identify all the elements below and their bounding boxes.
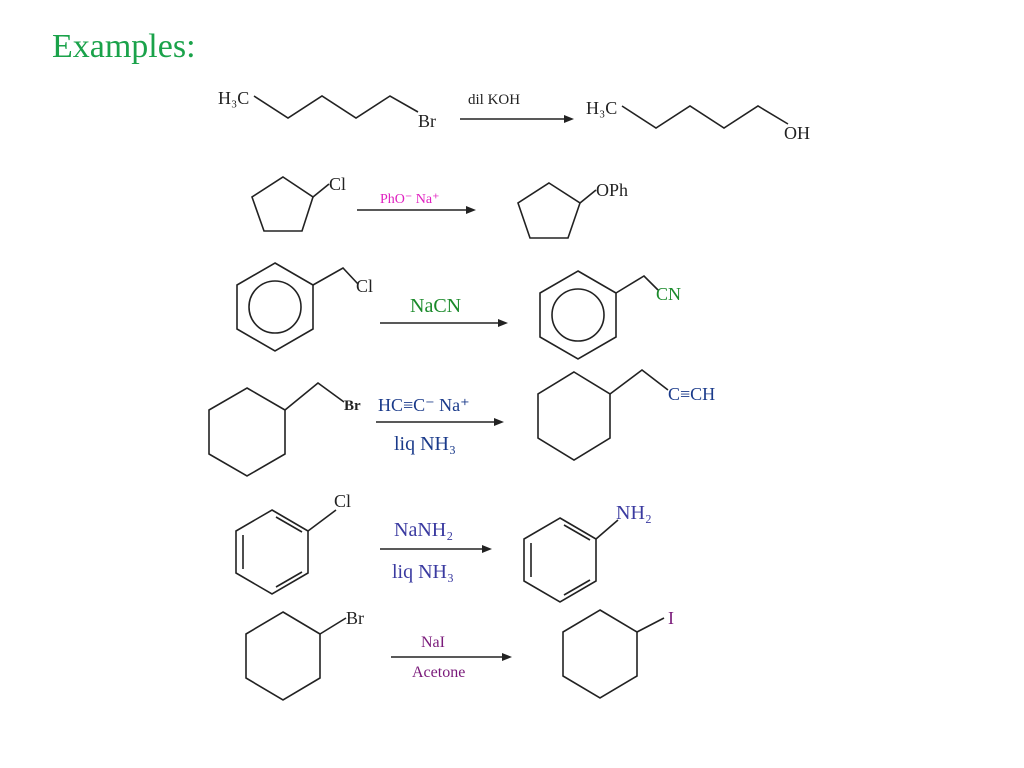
page-title: Examples:	[52, 28, 196, 65]
reactant-5-label: Cl	[334, 491, 351, 511]
product-5-double-bond-2	[563, 579, 591, 596]
reaction-3: Cl NaCN CN	[236, 262, 681, 360]
reactant-2-cyclopentane	[251, 176, 314, 232]
reactant-4-ch2	[284, 381, 345, 411]
arrowhead-2	[466, 206, 476, 214]
reactant-5-bond	[307, 509, 337, 532]
reagent-3-top: NaCN	[410, 295, 461, 317]
reagent-2-top: PhO⁻ Na⁺	[380, 192, 440, 207]
product-4-ch2	[609, 368, 669, 395]
reactant-4-label: Br	[344, 398, 361, 414]
reactant-6-cyclohexane	[245, 611, 321, 701]
product-2-cyclopentane	[517, 182, 581, 239]
reagent-4-bottom: liq NH₃	[394, 433, 456, 455]
product-5-bond	[595, 519, 619, 540]
reaction-6: Br NaI Acetone I	[245, 608, 674, 701]
arrowhead-6	[502, 653, 512, 661]
product-3-aromatic-ring	[551, 288, 605, 342]
reagent-1-top: dil KOH	[468, 92, 520, 108]
product-4-label: C≡CH	[668, 384, 715, 404]
reactant-5-double-bond-2	[275, 571, 303, 588]
reactant-6-label: Br	[346, 608, 364, 628]
product-4-cyclohexane	[537, 371, 611, 461]
product-5-double-bond-3	[563, 524, 591, 541]
reactant-3-aromatic-ring	[248, 280, 302, 334]
product-1-chain	[621, 105, 789, 129]
reactant-3-label: Cl	[356, 276, 373, 296]
reactant-6-bond	[319, 617, 347, 635]
arrowhead-1	[564, 115, 574, 123]
reactant-3-ch2	[312, 266, 359, 286]
reagent-6-top: NaI	[421, 634, 445, 651]
product-6-label: I	[668, 608, 674, 628]
product-3-ch2	[615, 274, 659, 294]
arrowhead-5	[482, 545, 492, 553]
product-2-bond	[579, 189, 597, 204]
reagent-5-top: NaNH₂	[394, 519, 453, 541]
reactant-5-benzene	[235, 509, 309, 595]
product-3-label: CN	[656, 284, 681, 304]
reactant-4-cyclohexane	[208, 387, 286, 477]
product-6-cyclohexane	[562, 609, 638, 699]
reaction-2: Cl PhO⁻ Na⁺ OPh	[251, 174, 628, 239]
reactant-5-double-bond-3	[275, 516, 303, 533]
reactant-1-label-left: H₃C	[218, 88, 249, 108]
reactant-1-label-right: Br	[418, 111, 436, 131]
reaction-5: Cl NaNH₂ liq NH₃ NH₂	[235, 491, 652, 603]
reaction-1: H₃C Br dil KOH H₃C OH	[218, 88, 810, 143]
arrowhead-3	[498, 319, 508, 327]
reagent-4-top: HC≡C⁻ Na⁺	[378, 395, 470, 415]
reagent-6-bottom: Acetone	[412, 664, 465, 681]
product-1-label-left: H₃C	[586, 98, 617, 118]
reagent-5-bottom: liq NH₃	[392, 561, 454, 583]
reactant-2-label: Cl	[329, 174, 346, 194]
reactant-1-chain	[253, 95, 419, 119]
product-2-label: OPh	[596, 180, 628, 200]
product-6-bond	[636, 617, 665, 633]
product-1-label-right: OH	[784, 123, 810, 143]
product-5-benzene	[523, 517, 597, 603]
product-5-label: NH₂	[616, 502, 652, 524]
arrowhead-4	[494, 418, 504, 426]
reactant-2-bond	[312, 183, 330, 198]
reaction-4: Br HC≡C⁻ Na⁺ liq NH₃ C≡CH	[208, 368, 715, 477]
